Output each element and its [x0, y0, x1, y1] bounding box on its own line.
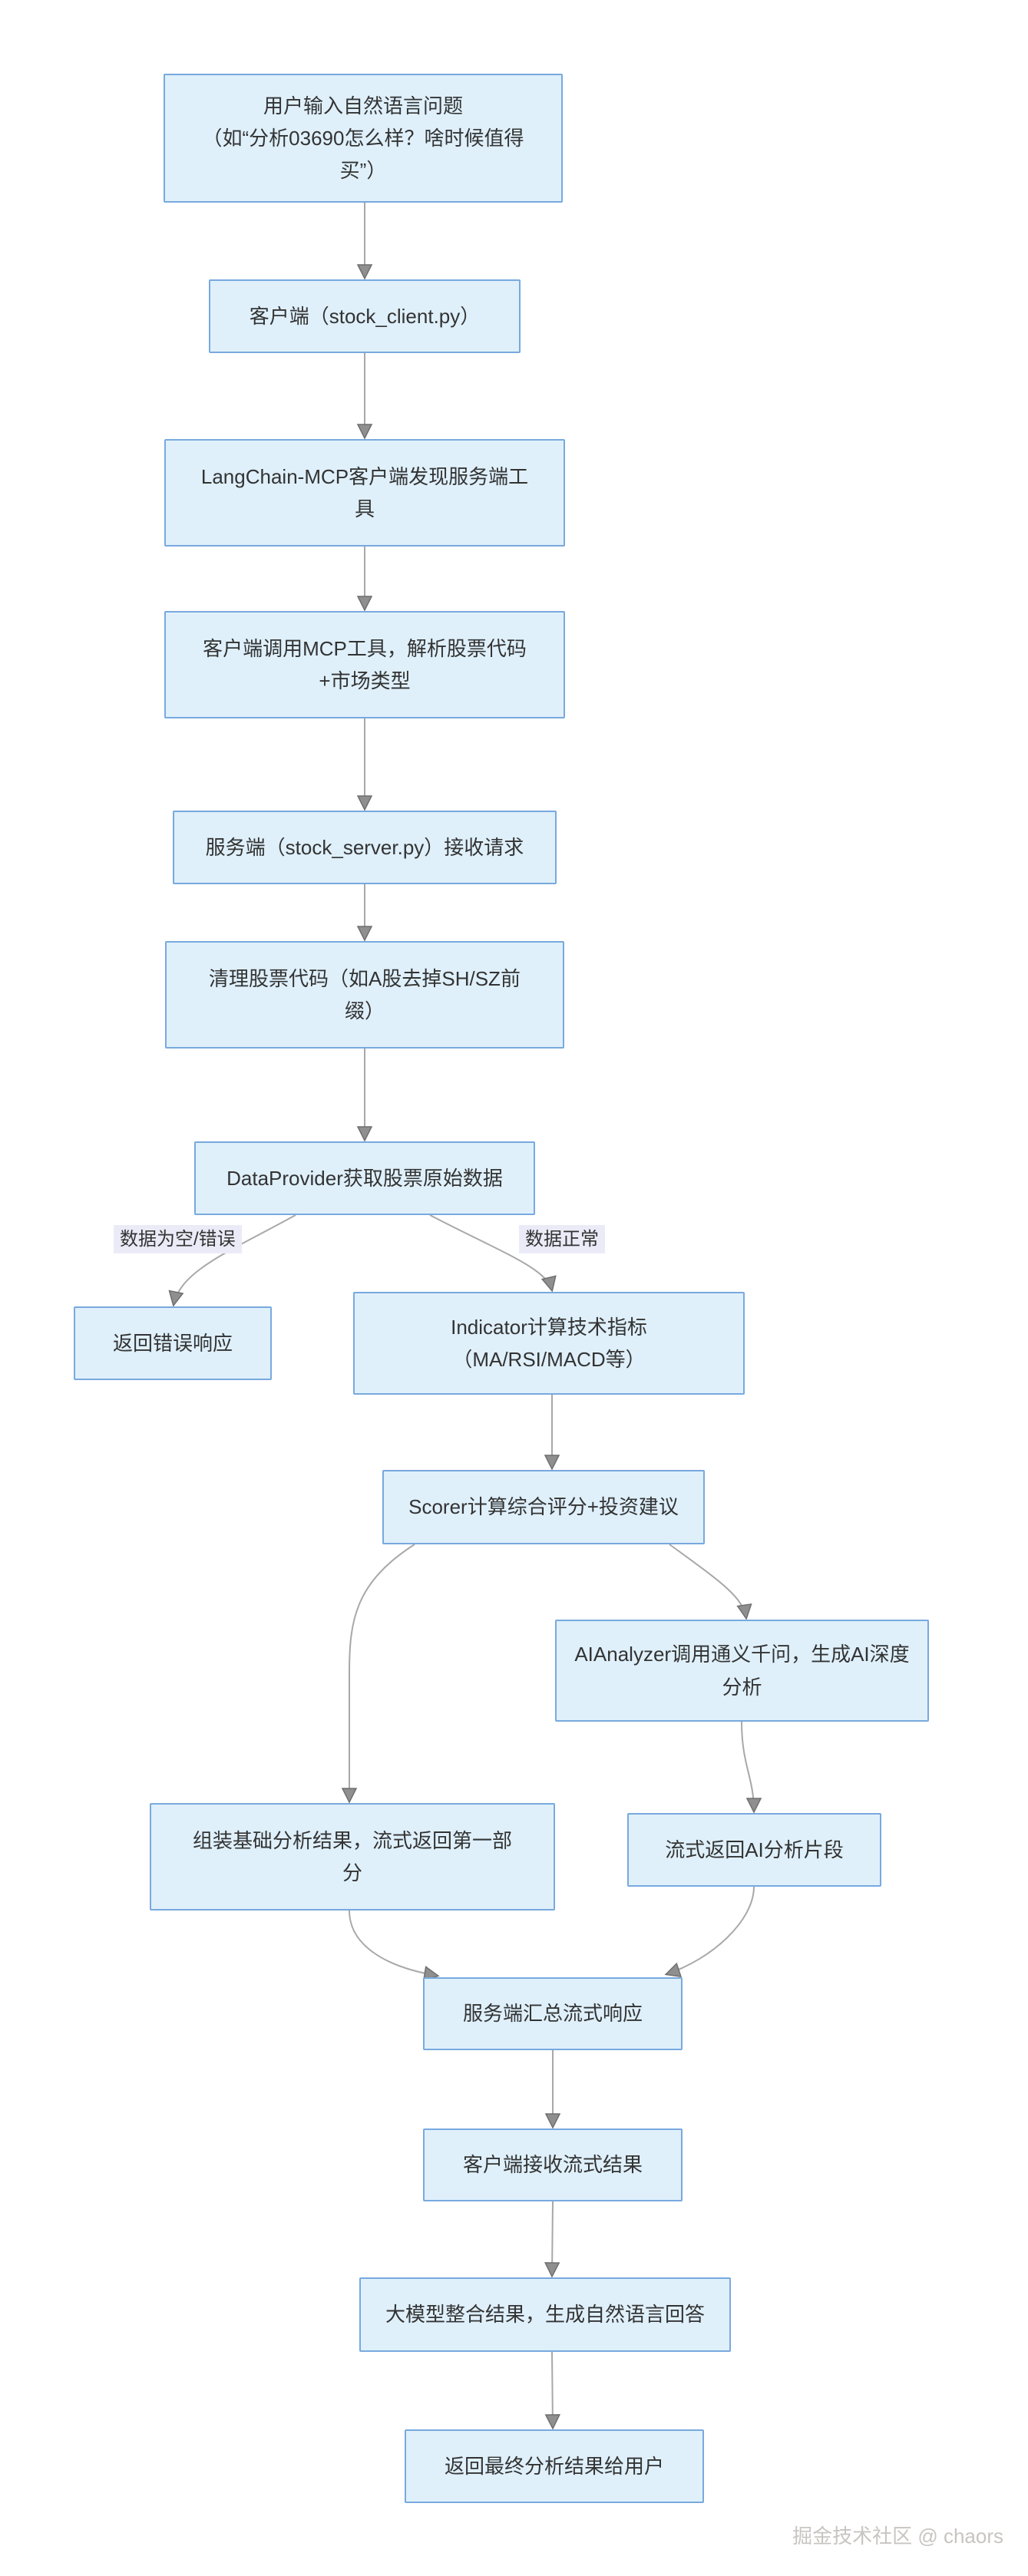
edge-dataprovider-to-error — [168, 1214, 296, 1307]
edge-receive-to-llm — [544, 2201, 560, 2278]
node-indicator: Indicator计算技术指标 （MA/RSI/MACD等） — [353, 1292, 745, 1395]
node-stream-ai-chunks: 流式返回AI分析片段 — [627, 1813, 881, 1887]
node-client: 客户端（stock_client.py） — [209, 279, 521, 353]
edge-scorer-to-aianalyzer — [669, 1544, 752, 1620]
edge-label-data-empty-error: 数据为空/错误 — [114, 1225, 242, 1254]
node-llm-merge: 大模型整合结果，生成自然语言回答 — [359, 2277, 731, 2352]
node-ai-analyzer: AIAnalyzer调用通义千问，生成AI深度 分析 — [555, 1620, 929, 1722]
watermark: 掘金技术社区 @ chaors — [792, 2525, 1003, 2548]
edge-label-data-normal: 数据正常 — [519, 1225, 605, 1254]
edge-assemble-to-aggregate — [349, 1910, 440, 1982]
edge-aianalyzer-to-stream — [741, 1721, 762, 1814]
node-scorer: Scorer计算综合评分+投资建议 — [382, 1470, 705, 1544]
node-assemble-basic: 组装基础分析结果，流式返回第一部 分 — [150, 1803, 555, 1911]
node-final-result: 返回最终分析结果给用户 — [405, 2429, 704, 2503]
node-langchain-discover: LangChain-MCP客户端发现服务端工 具 — [164, 439, 565, 547]
edge-llm-to-final — [544, 2351, 561, 2430]
node-clean-stock-code: 清理股票代码（如A股去掉SH/SZ前 缀） — [165, 941, 564, 1049]
edge-dataprovider-to-indicator — [429, 1214, 557, 1293]
edge-scorer-to-assemble — [341, 1544, 415, 1804]
node-server-receive: 服务端（stock_server.py）接收请求 — [173, 811, 557, 884]
node-user-input: 用户输入自然语言问题 （如“分析03690怎么样？啥时候值得 买”） — [164, 74, 563, 203]
node-data-provider: DataProvider获取股票原始数据 — [194, 1141, 535, 1215]
node-client-receive: 客户端接收流式结果 — [423, 2129, 683, 2201]
node-error-response: 返回错误响应 — [74, 1306, 272, 1380]
node-server-aggregate: 服务端汇总流式响应 — [423, 1977, 683, 2050]
edge-stream-to-aggregate — [664, 1886, 755, 1978]
node-call-mcp-tool: 客户端调用MCP工具，解析股票代码 +市场类型 — [164, 611, 565, 718]
